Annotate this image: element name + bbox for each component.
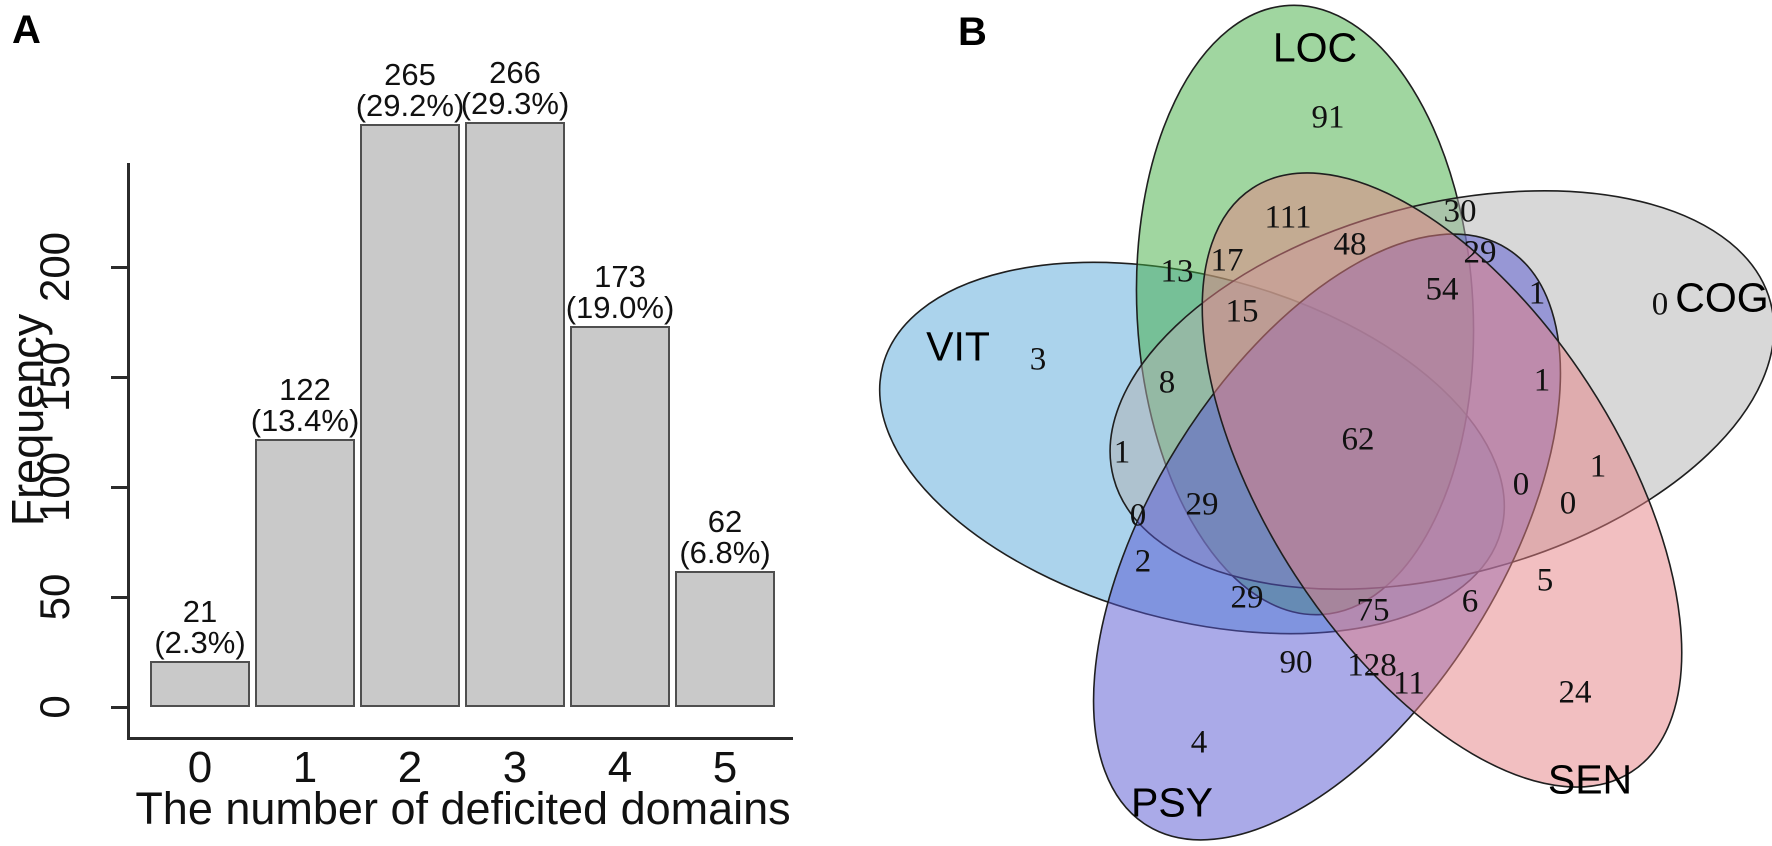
venn-region-count: 62 (1341, 421, 1375, 458)
x-tick-label: 5 (712, 743, 738, 792)
bar (570, 326, 670, 707)
x-axis-line (127, 737, 793, 740)
bar (675, 571, 775, 707)
y-tick-mark (111, 706, 127, 709)
venn-region-count: 11 (1393, 665, 1425, 702)
x-axis-title: The number of deficited domains (135, 783, 791, 834)
venn-region-count: 1 (1113, 434, 1131, 471)
bar-count-label: 266 (489, 55, 541, 90)
y-tick-label: 50 (31, 573, 78, 621)
bar-percent-label: (29.3%) (460, 86, 570, 121)
bar-percent-label: (19.0%) (565, 290, 675, 325)
venn-region-count: 13 (1160, 253, 1194, 290)
venn-region-count: 91 (1311, 99, 1345, 136)
y-tick-label: 0 (31, 695, 78, 719)
bar-count-label: 265 (384, 57, 436, 92)
x-tick-label: 1 (292, 743, 318, 792)
venn-region-count: 90 (1279, 644, 1313, 681)
venn-region-count: 111 (1264, 199, 1312, 236)
venn-region-count: 4 (1190, 724, 1208, 761)
x-tick-label: 4 (607, 743, 633, 792)
bar-percent-label: (2.3%) (154, 625, 246, 660)
bar (465, 122, 565, 707)
venn-region-count: 17 (1210, 242, 1244, 279)
bar-count-label: 122 (279, 372, 331, 407)
y-axis-line (127, 163, 130, 740)
bar-percent-label: (29.2%) (355, 88, 465, 123)
y-tick-mark (111, 486, 127, 489)
y-tick-mark (111, 376, 127, 379)
panel-b-letter: B (958, 10, 987, 54)
venn-set-label-loc: LOC (1272, 24, 1358, 71)
venn-region-count: 128 (1347, 647, 1397, 684)
bar (150, 661, 250, 707)
venn-region-count: 6 (1461, 583, 1479, 620)
bar (255, 439, 355, 707)
venn-region-count: 1 (1589, 448, 1607, 485)
venn-region-count: 0 (1651, 286, 1669, 323)
venn-region-count: 0 (1559, 485, 1577, 522)
venn-region-count: 0 (1129, 497, 1147, 534)
bar-count-label: 62 (707, 504, 743, 539)
venn-region-count: 75 (1356, 592, 1390, 629)
bar-percent-label: (13.4%) (250, 403, 360, 438)
venn-region-count: 8 (1158, 364, 1176, 401)
x-tick-label: 2 (397, 743, 423, 792)
y-tick-mark (111, 596, 127, 599)
panel-a-letter: A (12, 8, 41, 52)
bar-chart-panel: 21(2.3%)122(13.4%)265(29.2%)266(29.3%)17… (0, 0, 880, 846)
venn-region-count: 29 (1463, 234, 1497, 271)
y-tick-label: 200 (31, 231, 78, 303)
venn-set-label-vit: VIT (926, 323, 990, 370)
venn-region-count: 29 (1185, 486, 1219, 523)
y-tick-mark (111, 266, 127, 269)
venn-region-count: 2 (1134, 543, 1152, 580)
x-tick-label: 3 (502, 743, 528, 792)
venn-region-count: 1 (1533, 362, 1551, 399)
venn-region-count: 48 (1333, 226, 1367, 263)
venn-region-count: 3 (1029, 341, 1047, 378)
venn-region-count: 15 (1225, 293, 1259, 330)
venn-set-label-cog: COG (1675, 274, 1769, 321)
x-tick-label: 0 (187, 743, 213, 792)
venn-ellipses (878, 4, 1772, 841)
y-axis-title: Frequency (2, 313, 53, 527)
venn-region-count: 0 (1512, 466, 1530, 503)
venn-region-count: 24 (1558, 674, 1592, 711)
venn-region-count: 29 (1230, 579, 1264, 616)
venn-region-count: 5 (1536, 562, 1554, 599)
bar-count-label: 21 (182, 594, 218, 629)
venn-region-count: 30 (1443, 193, 1477, 230)
venn-set-label-psy: PSY (1130, 779, 1214, 826)
venn-set-label-sen: SEN (1547, 756, 1633, 803)
venn-ellipse-sen (1201, 172, 1683, 788)
venn-region-count: 54 (1425, 271, 1459, 308)
bar-percent-label: (6.8%) (679, 535, 771, 570)
bar (360, 124, 460, 707)
venn-region-count: 1 (1528, 275, 1546, 312)
bar-count-label: 173 (594, 259, 646, 294)
